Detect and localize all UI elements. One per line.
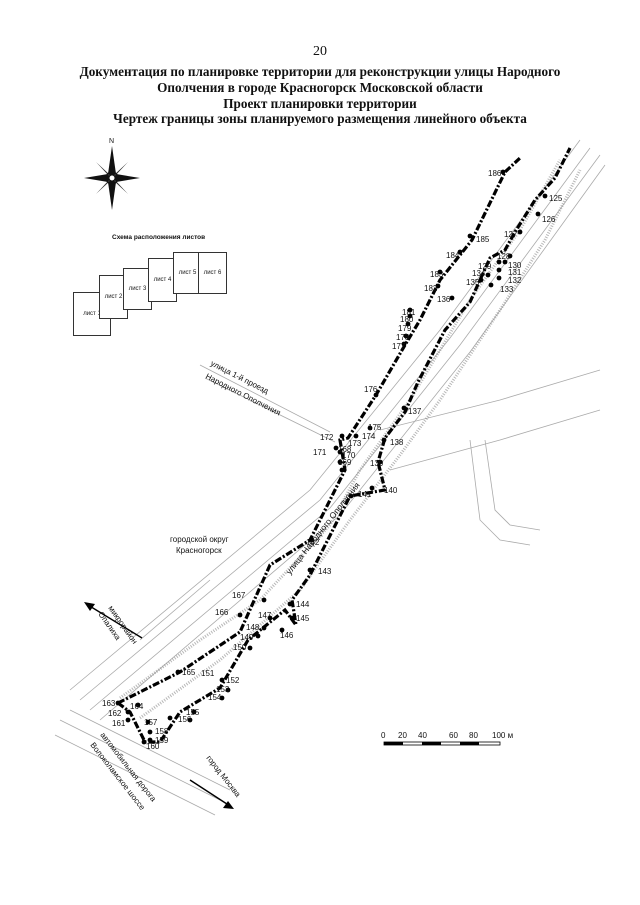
point-label: 149 xyxy=(240,633,254,642)
title-line-3: Проект планировки территории xyxy=(223,96,417,111)
point-label: 143 xyxy=(318,567,332,576)
scale-tick: 0 xyxy=(381,731,386,740)
point-label: 162 xyxy=(108,709,122,718)
point-label: 177 xyxy=(392,342,406,351)
point-label: 153 xyxy=(216,685,230,694)
point-label: 178 xyxy=(396,333,410,342)
page-number: 20 xyxy=(313,44,327,59)
point-label: 183 xyxy=(430,270,444,279)
scale-tick: 100 м xyxy=(492,731,513,740)
point-label: 185 xyxy=(476,235,490,244)
point-label: 133 xyxy=(500,285,514,294)
point-label: 182 xyxy=(424,284,438,293)
point-label: 144 xyxy=(296,600,310,609)
point-label: 147 xyxy=(258,611,272,620)
point-label: 179 xyxy=(398,324,412,333)
point-label: 141 xyxy=(358,490,372,499)
arrow-moscow xyxy=(189,779,231,807)
point-label: 132 xyxy=(508,276,522,285)
point-label: 184 xyxy=(446,251,460,260)
point-label: 155 xyxy=(186,708,200,717)
point-label: 180 xyxy=(400,315,414,324)
boundary-points xyxy=(115,169,548,745)
scale-bar: 0 20 40 60 80 100 м xyxy=(381,731,513,746)
point-label: 158 xyxy=(155,727,169,736)
point-label: 152 xyxy=(226,676,240,685)
point-label: 134 xyxy=(472,269,486,278)
point-label: 140 xyxy=(384,486,398,495)
point-label: 164 xyxy=(130,702,144,711)
compass-rose-icon: N xyxy=(84,138,140,210)
point-label: 148 xyxy=(246,623,260,632)
title-line-1: Документация по планировке территории дл… xyxy=(79,64,561,79)
zone-boundary xyxy=(117,147,572,744)
point-label: 156 xyxy=(178,715,192,724)
point-label: 154 xyxy=(208,693,222,702)
point-label: 157 xyxy=(144,718,158,727)
point-labels: 125 126 127 128 129 130 131 132 133 134 … xyxy=(102,169,563,751)
point-label: 160 xyxy=(146,742,160,751)
point-label: 171 xyxy=(313,448,327,457)
sheet-6: лист 6 xyxy=(198,252,227,294)
title-line-4: Чертеж границы зоны планируемого размеще… xyxy=(113,111,527,126)
point-label: 168 xyxy=(338,445,352,454)
district-label-b: Красногорск xyxy=(176,546,222,555)
sheet-5: лист 5 xyxy=(173,252,202,294)
point-label: 167 xyxy=(232,591,246,600)
point-label: 131 xyxy=(508,268,522,277)
point-label: 135 xyxy=(466,278,480,287)
scale-tick: 20 xyxy=(398,731,407,740)
scheme-title: Схема расположения листов xyxy=(112,234,206,241)
point-label: 128 xyxy=(497,252,511,261)
street-label-main: улица Народного Ополчения xyxy=(284,480,362,576)
point-label: 163 xyxy=(102,699,116,708)
point-label: 136 xyxy=(437,295,451,304)
point-label: 146 xyxy=(280,631,294,640)
point-label: 138 xyxy=(390,438,404,447)
scale-tick: 40 xyxy=(418,731,427,740)
point-label: 166 xyxy=(215,608,229,617)
point-label: 139 xyxy=(370,459,384,468)
point-label: 175 xyxy=(368,423,382,432)
point-label: 174 xyxy=(362,432,376,441)
point-label: 125 xyxy=(549,194,563,203)
point-label: 126 xyxy=(542,215,556,224)
compass-north-label: N xyxy=(109,138,114,145)
point-label: 127 xyxy=(504,230,518,239)
point-label: 129 xyxy=(478,262,492,271)
point-label: 145 xyxy=(296,614,310,623)
point-label: 170 xyxy=(342,451,356,460)
point-label: 176 xyxy=(364,385,378,394)
scale-tick: 80 xyxy=(469,731,478,740)
point-label: 159 xyxy=(155,736,169,745)
arrow-opalikha xyxy=(87,604,143,639)
point-label: 169 xyxy=(338,458,352,467)
title-line-2: Ополчения в городе Красногорск Московско… xyxy=(157,80,483,95)
point-label: 165 xyxy=(182,668,196,677)
point-label: 161 xyxy=(112,719,126,728)
point-label: 150 xyxy=(233,643,247,652)
direction-arrows xyxy=(84,602,234,809)
point-label: 173 xyxy=(348,439,362,448)
point-label: 186 xyxy=(488,169,502,178)
point-label: 142 xyxy=(306,538,320,547)
point-label: 181 xyxy=(402,308,416,317)
scale-tick: 60 xyxy=(449,731,458,740)
point-label: 130 xyxy=(508,261,522,270)
point-label: 137 xyxy=(408,407,422,416)
district-label: городской округ xyxy=(170,535,229,544)
point-label: 151 xyxy=(201,669,215,678)
point-label: 172 xyxy=(320,433,334,442)
